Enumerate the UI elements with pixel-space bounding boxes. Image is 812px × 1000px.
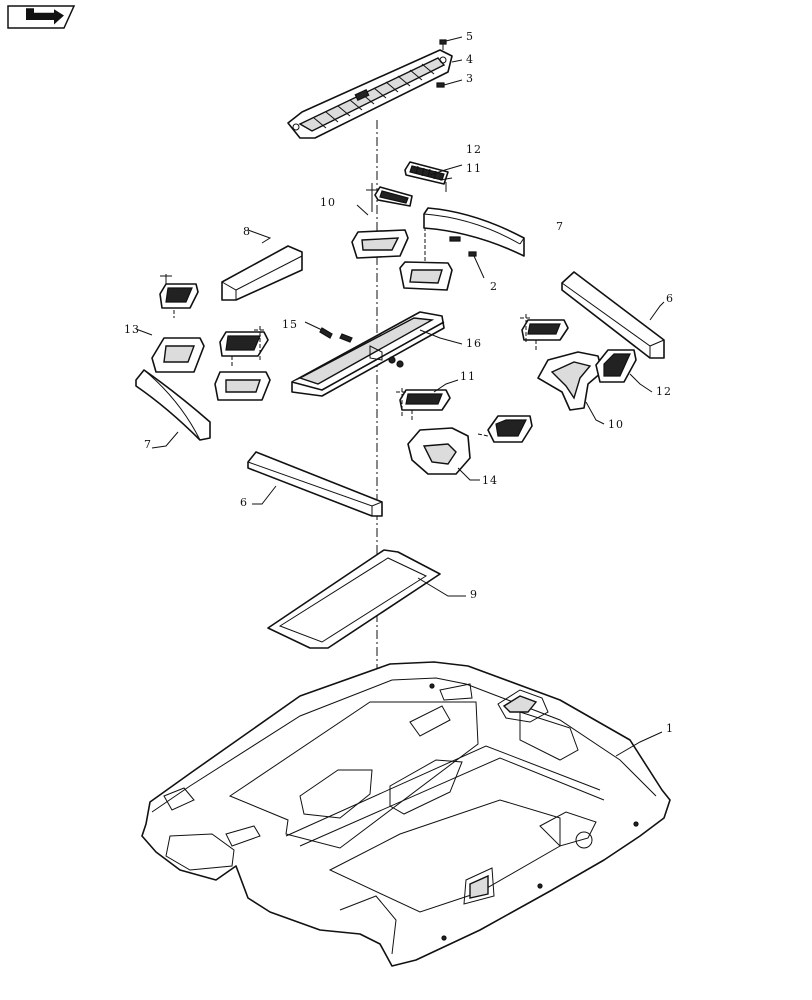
foam-gasket-upper-left [351, 229, 409, 259]
callout-7-left: 7 [144, 438, 152, 451]
foam-strip-7-left [135, 369, 211, 449]
callout-14: 14 [482, 474, 498, 487]
callout-10-right: 10 [608, 418, 624, 431]
clip-2 [449, 236, 485, 279]
air-duct-elbow-10 [537, 351, 603, 411]
foam-strip-6-right [561, 271, 665, 359]
next-page-button[interactable] [6, 4, 76, 30]
foam-strip-6-left [247, 451, 383, 517]
callout-16: 16 [466, 337, 482, 350]
callout-12-top: 12 [466, 143, 482, 156]
vent-outlet-14-right [477, 415, 533, 443]
callout-7-right: 7 [556, 220, 564, 233]
duct-panel-16 [291, 311, 463, 397]
callout-10-left: 10 [320, 196, 336, 209]
top-grille-cover [287, 49, 453, 139]
vent-outlet-left-lower [219, 326, 269, 366]
vent-outlet-11-mid [396, 379, 459, 422]
callout-15: 15 [282, 318, 298, 331]
next-page-arrow-icon [26, 8, 64, 25]
vent-outlet-11-upper [356, 183, 413, 216]
callout-6-right: 6 [666, 292, 674, 305]
foam-strip-7-right [423, 207, 525, 257]
vent-outlet-11-top [404, 161, 463, 192]
callout-12-right: 12 [656, 385, 672, 398]
foam-gasket-upper-right [399, 215, 453, 291]
leader-10-right [585, 401, 605, 425]
foam-gasket-left-lower [214, 371, 271, 401]
callout-11-top: 11 [466, 162, 482, 175]
callout-6-left: 6 [240, 496, 248, 509]
leader-4 [451, 59, 463, 63]
vent-outlet-13 [159, 274, 199, 318]
callout-1: 1 [666, 722, 674, 735]
callout-11-mid: 11 [460, 370, 476, 383]
callout-8: 8 [243, 225, 251, 238]
foam-gasket-13 [135, 328, 205, 373]
callout-2: 2 [490, 280, 498, 293]
air-duct-elbow-14 [407, 427, 480, 481]
callout-5: 5 [466, 30, 474, 43]
screw-5 [439, 36, 463, 50]
gasket-frame-9 [267, 549, 466, 649]
foam-block-8 [221, 229, 303, 301]
callout-9: 9 [470, 588, 478, 601]
screw-15 [304, 321, 353, 343]
callout-13: 13 [124, 323, 140, 336]
nut-3 [436, 79, 463, 88]
callout-4: 4 [466, 53, 474, 66]
vent-outlet-12-right [595, 349, 653, 393]
vent-outlet-right-upper [520, 314, 569, 352]
headliner-roof-panel-1 [141, 661, 671, 967]
callout-3: 3 [466, 72, 474, 85]
